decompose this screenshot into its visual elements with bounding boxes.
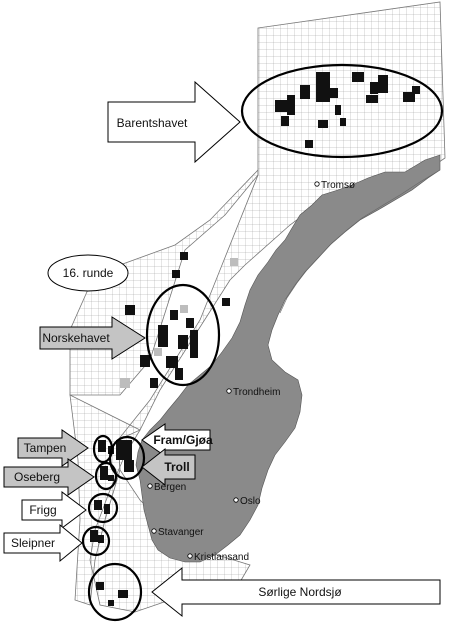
- sleipner-ellipse: [81, 525, 111, 557]
- city-label-kristiansand: Kristiansand: [194, 552, 249, 563]
- troll-label: Troll: [164, 460, 189, 474]
- city-label-tromso: Tromsø: [321, 180, 355, 191]
- barentshavet-label: Barentshavet: [117, 116, 188, 130]
- norskehavet-label: Norskehavet: [42, 331, 110, 345]
- norwegian-sea-open-blocks: [120, 258, 238, 388]
- barentshavet-arrow: Barentshavet: [107, 80, 241, 164]
- sleipner-label: Sleipner: [11, 536, 55, 550]
- norway-landmass: [135, 154, 441, 563]
- frigg-ellipse: [87, 492, 119, 524]
- sorlige-nordsjo-label: Sørlige Nordsjø: [258, 585, 342, 599]
- tampen-ellipse: [92, 434, 114, 464]
- sorlige-nordsjo-arrow: Sørlige Nordsjø: [151, 566, 441, 618]
- highlight-ellipses: [81, 63, 444, 622]
- norskehavet-ellipse: [145, 283, 221, 387]
- city-label-trondheim: Trondheim: [233, 387, 280, 398]
- city-label-stavanger: Stavanger: [158, 527, 204, 538]
- norskehavet-arrow: Norskehavet: [39, 316, 146, 360]
- city-label-bergen: Bergen: [154, 482, 186, 493]
- city-trondheim: Trondheim: [226, 387, 280, 398]
- tampen-arrow: Tampen: [17, 429, 89, 467]
- city-stavanger: Stavanger: [151, 527, 204, 538]
- city-tromso: Tromsø: [314, 180, 355, 191]
- barents-blocks: [275, 72, 420, 148]
- city-label-oslo: Oslo: [240, 496, 261, 507]
- fram-gjoa-label: Fram/Gjøa: [153, 433, 213, 447]
- oseberg-arrow: Oseberg: [3, 458, 95, 496]
- troll-arrow: Troll: [141, 447, 196, 487]
- oseberg-ellipse: [94, 461, 118, 491]
- north-sea-blocks: [90, 440, 134, 606]
- frigg-arrow: Frigg: [21, 491, 87, 529]
- fram-gjoa-arrow: Fram/Gjøa: [141, 423, 213, 457]
- city-kristiansand: Kristiansand: [187, 552, 249, 563]
- city-bergen: Bergen: [147, 482, 186, 493]
- sleipner-arrow: Sleipner: [3, 523, 83, 563]
- sweden-finland-border: [279, 169, 441, 314]
- runde16-bubble: [47, 254, 129, 292]
- city-oslo: Oslo: [233, 496, 261, 507]
- oseberg-label: Oseberg: [14, 470, 60, 484]
- city-markers: Tromsø Trondheim Bergen Oslo Stavanger K…: [147, 180, 355, 563]
- barents-ellipse: [240, 63, 444, 159]
- tampen-label: Tampen: [24, 441, 67, 455]
- runde16-label: 16. runde: [63, 266, 114, 280]
- frigg-label: Frigg: [29, 503, 56, 517]
- sorlige-nordsjo-ellipse: [87, 562, 143, 622]
